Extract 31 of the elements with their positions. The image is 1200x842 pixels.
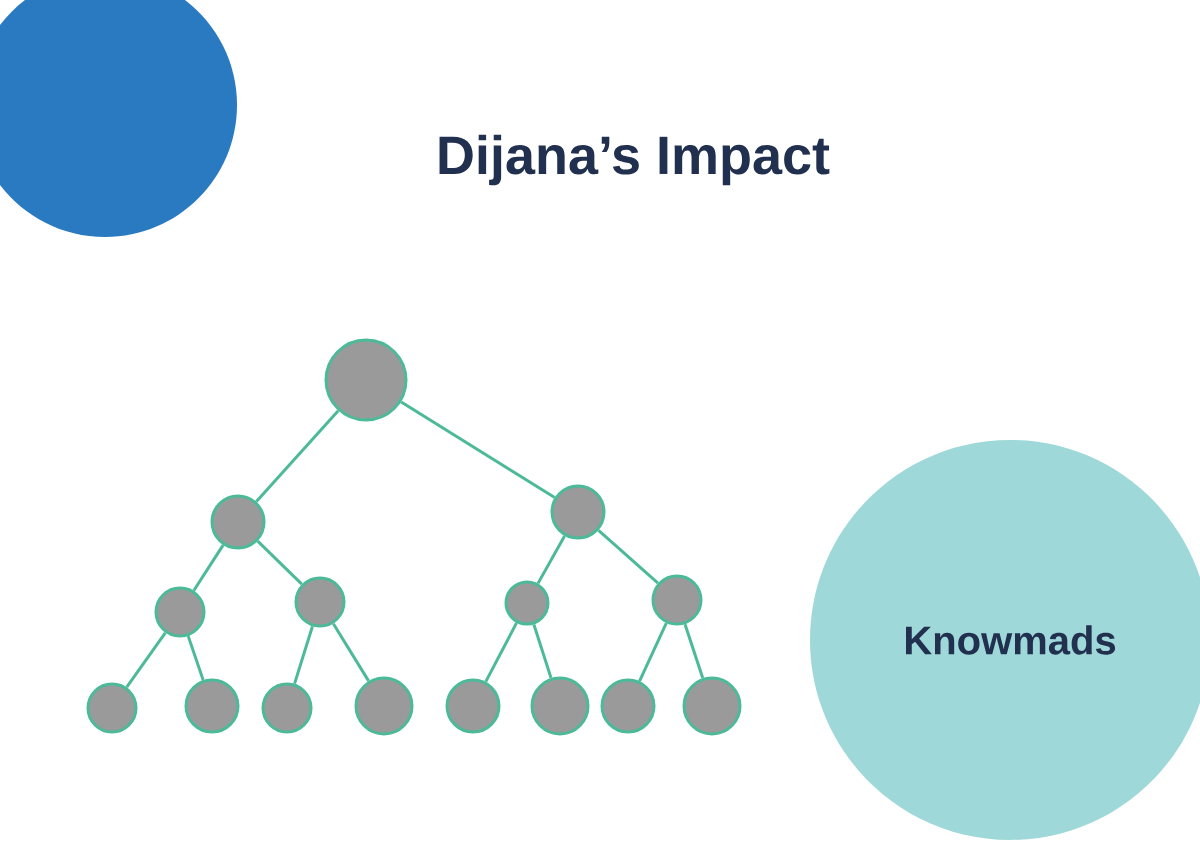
connector-line (536, 535, 566, 585)
connector-line (484, 622, 518, 683)
connector-line (125, 631, 167, 689)
photo-circle (184, 678, 240, 734)
connector-line (400, 400, 556, 499)
photo-circle (651, 574, 703, 626)
photo-circle (86, 682, 138, 734)
photo-circle (354, 676, 414, 736)
photo-circle (504, 580, 550, 626)
connector-line (597, 529, 659, 585)
photo-circle (530, 676, 590, 736)
connector-line (638, 622, 668, 682)
photo-circle (154, 586, 206, 638)
connector-line (256, 540, 303, 586)
photo-circle (294, 576, 346, 628)
connector-line (293, 625, 314, 685)
connector-line (255, 409, 340, 503)
circle-badge: Knowmads (810, 440, 1200, 840)
connector-line (186, 635, 205, 681)
photo-circle (261, 682, 313, 734)
photo-circle (682, 676, 742, 736)
connector-line (192, 544, 225, 592)
photo-circle (600, 678, 656, 734)
connector-line (332, 622, 370, 682)
photo-circle (445, 678, 501, 734)
photo-circle (550, 484, 606, 540)
connector-line (532, 623, 553, 679)
title: Dijana’s Impact (439, 134, 830, 186)
photo-circle (210, 494, 266, 550)
connector-line (683, 623, 705, 679)
photo-circle (324, 338, 408, 422)
